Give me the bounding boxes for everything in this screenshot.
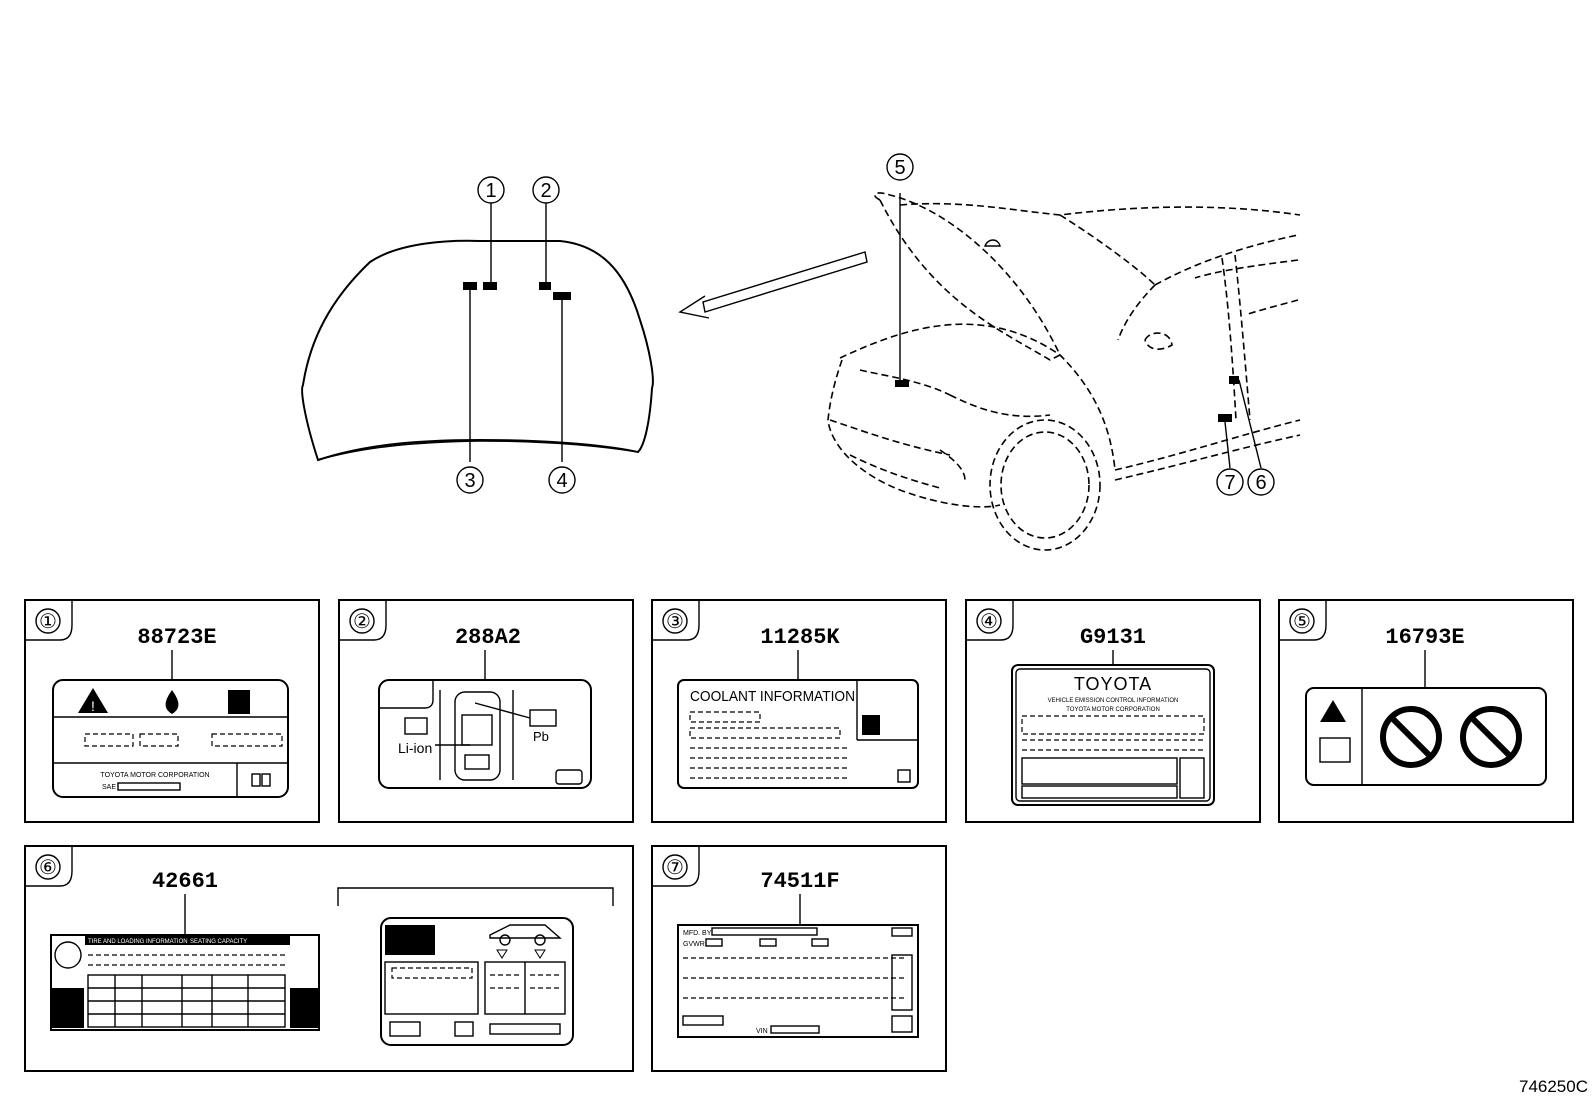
svg-text:6: 6 (1255, 472, 1266, 494)
hood-callout-4: 4 (548, 466, 576, 494)
callout-number: ④ (980, 611, 998, 633)
hood-label-markers (463, 203, 571, 462)
callout-number: ② (353, 611, 371, 633)
label-panel-2: ② 288A2 Li-ion Pb (338, 599, 634, 823)
label-7-vin: VIN (756, 1028, 768, 1035)
label-panel-3: ③ 11285K COOLANT INFORMATION (651, 599, 947, 823)
label-7-mfd: MFD. BY (683, 930, 712, 937)
part-number: 74511F (760, 869, 839, 894)
vehicle-callout-7: 7 (1216, 468, 1244, 496)
label-6-header2: SEATING CAPACITY (190, 939, 247, 945)
label-panel-5: ⑤ 16793E (1278, 599, 1574, 823)
label-2-liion: Li-ion (398, 740, 432, 756)
label-panel-1: ① 88723E ! TOYOTA MOTOR CORPORATION SAE (24, 599, 320, 823)
svg-text:4: 4 (556, 470, 567, 492)
hood-outline (301, 239, 654, 462)
svg-text:1: 1 (485, 180, 496, 202)
vehicle-callout-5: 5 (886, 153, 914, 181)
part-number: 88723E (137, 625, 216, 650)
svg-text:3: 3 (464, 470, 475, 492)
part-number: 42661 (152, 869, 218, 894)
label-1-sae: SAE (102, 784, 116, 791)
vehicle-illustration (827, 192, 1301, 551)
svg-text:2: 2 (540, 180, 551, 202)
callout-number: ⑤ (1293, 611, 1311, 633)
svg-text:!: ! (91, 698, 95, 714)
label-7-gvwr: GVWR (683, 941, 705, 948)
part-number: 288A2 (455, 625, 521, 650)
label-6-header: TIRE AND LOADING INFORMATION (88, 939, 188, 945)
label-4-line2: TOYOTA MOTOR CORPORATION (1066, 707, 1160, 713)
part-number: 16793E (1385, 625, 1464, 650)
label-panel-4: ④ G9131 TOYOTA VEHICLE EMISSION CONTROL … (965, 599, 1261, 823)
tire-table-grid (87, 974, 286, 1028)
callout-number: ⑥ (39, 857, 57, 879)
callout-number: ⑦ (666, 857, 684, 879)
svg-text:5: 5 (894, 157, 905, 179)
callout-number: ① (39, 611, 57, 633)
direction-arrow (678, 251, 868, 319)
label-4-line1: VEHICLE EMISSION CONTROL INFORMATION (1048, 698, 1179, 704)
hood-callout-2: 2 (532, 176, 560, 204)
drawing-number: 746250C (1519, 1077, 1588, 1096)
svg-text:7: 7 (1224, 472, 1235, 494)
label-2-pb: Pb (533, 729, 549, 744)
vehicle-callout-6: 6 (1247, 468, 1275, 496)
part-number: G9131 (1080, 625, 1146, 650)
no-passenger-icon (1460, 706, 1522, 768)
part-number: 11285K (760, 625, 840, 650)
callout-number: ③ (666, 611, 684, 633)
label-4-brand: TOYOTA (1074, 674, 1152, 694)
label-1-maker: TOYOTA MOTOR CORPORATION (100, 772, 209, 779)
hood-callout-3: 3 (456, 466, 484, 494)
hood-callout-1: 1 (477, 176, 505, 204)
label-3-title: COOLANT INFORMATION (690, 688, 855, 705)
no-child-seat-icon (1380, 706, 1442, 768)
label-panel-6: ⑥ 42661 TIRE AND LOADING INFORMATION SEA… (24, 845, 634, 1072)
label-panel-7: ⑦ 74511F MFD. BY GVWR VIN (651, 845, 947, 1072)
